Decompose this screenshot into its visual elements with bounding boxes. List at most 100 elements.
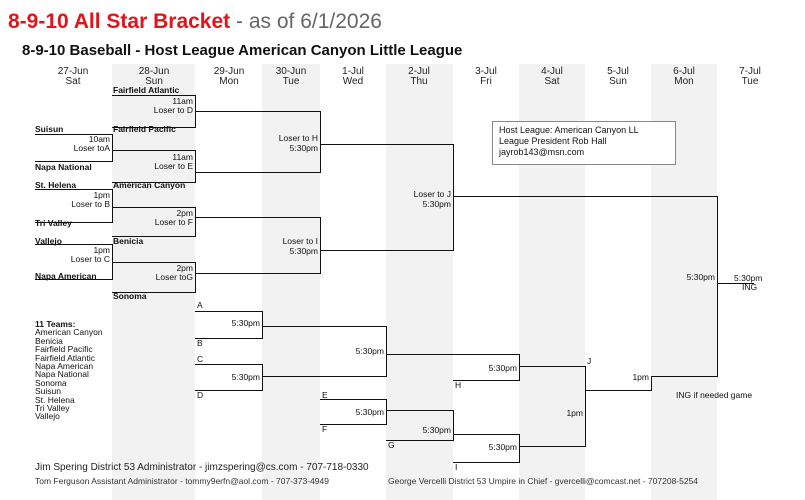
team-list: 11 Teams: American Canyon Benicia Fairfi…: [35, 320, 103, 421]
bracket-line: [519, 354, 520, 381]
bracket-line: [320, 424, 386, 425]
game-time: 5:30pm: [422, 199, 451, 209]
bracket-line: [519, 446, 585, 447]
team-list-item: Napa National: [35, 369, 89, 380]
bracket-line: [195, 273, 320, 274]
column-shade: [112, 64, 195, 500]
bracket-title: 8-9-10 All Star Bracket - as of 6/1/2026: [8, 10, 382, 34]
slot-letter: C: [197, 354, 204, 364]
loser-note: Loser to F: [154, 217, 193, 227]
bracket-line: [112, 236, 195, 237]
game-time: 1pm: [632, 372, 649, 382]
team-list-item: St. Helena: [35, 394, 75, 405]
team-list-item: Sonoma: [35, 377, 67, 388]
slot-letter: F: [322, 424, 328, 434]
slot-letter: J: [587, 356, 592, 366]
bracket-line: [262, 311, 263, 339]
bracket-line: [112, 127, 195, 128]
bracket-line: [453, 462, 519, 463]
loser-note: Loser toG: [155, 272, 193, 282]
game-time: 11am: [172, 96, 193, 106]
ing-note: ING if needed game: [676, 390, 753, 400]
loser-note: Loser to D: [153, 105, 193, 115]
bracket-line: [35, 279, 113, 280]
bracket-line: [35, 134, 113, 135]
loser-note: Loser to C: [70, 254, 110, 264]
column-shade: [386, 64, 453, 500]
bracket-line: [519, 434, 520, 463]
bracket-line: [320, 111, 321, 173]
ing-label: ING: [742, 282, 758, 292]
team-slot: Benicia: [113, 236, 144, 246]
team-slot: Suisun: [35, 124, 64, 134]
title-date: - as of 6/1/2026: [230, 10, 382, 33]
bracket-line: [112, 134, 113, 162]
team-slot: St. Helena: [35, 180, 77, 190]
bracket-line: [453, 196, 717, 197]
bracket-line: [453, 434, 519, 435]
bracket-line: [195, 111, 320, 112]
game-time: 5:30pm: [231, 372, 260, 382]
bracket-line: [195, 364, 262, 365]
game-time: 5:30pm: [422, 425, 451, 435]
bracket-line: [320, 217, 321, 274]
team-list-item: Suisun: [35, 386, 61, 397]
bracket-line: [195, 150, 196, 183]
game-time: 11am: [172, 152, 193, 162]
game-time: 5:30pm: [734, 273, 763, 283]
bracket-line: [262, 364, 263, 391]
slot-letter: A: [197, 300, 203, 310]
footer-umpire: George Vercelli District 53 Umpire in Ch…: [388, 476, 699, 486]
team-slot: Tri Valley: [35, 218, 72, 228]
team-slot: American Canyon: [113, 180, 186, 190]
bracket-line: [717, 283, 754, 284]
bracket-line: [386, 354, 519, 355]
column-shade: [262, 64, 320, 500]
bracket-line: [112, 207, 195, 208]
game-time: 5:30pm: [686, 272, 715, 282]
bracket-line: [453, 144, 454, 251]
bracket-line: [386, 440, 453, 441]
game-time: 5:30pm: [231, 318, 260, 328]
bracket-line: [320, 144, 453, 145]
game-time: 5:30pm: [355, 407, 384, 417]
game-time: 1pm: [93, 245, 110, 255]
footer-assistant: Tom Ferguson Assistant Administrator - t…: [35, 476, 329, 486]
game-time: 5:30pm: [488, 442, 517, 452]
team-slot: Fairfield Atlantic: [113, 85, 180, 95]
team-slot: Napa National: [35, 162, 92, 172]
bracket-line: [651, 376, 652, 391]
team-slot: Fairfield Pacific: [113, 124, 176, 134]
bracket-line: [112, 262, 195, 263]
bracket-line: [262, 326, 386, 327]
loser-note: Loser to I: [282, 236, 318, 246]
president-email[interactable]: jayrob143@msn.com: [499, 147, 585, 157]
bracket-line: [453, 410, 454, 441]
footer-administrator: Jim Spering District 53 Administrator - …: [35, 462, 369, 473]
bracket-line: [386, 326, 387, 377]
team-list-item: Tri Valley: [35, 403, 70, 414]
bracket-subtitle: 8-9-10 Baseball - Host League American C…: [22, 42, 463, 59]
team-slot: Vallejo: [35, 236, 62, 246]
bracket-line: [320, 399, 386, 400]
team-slot: Napa American: [35, 271, 97, 281]
game-time: 5:30pm: [488, 363, 517, 373]
loser-note: Loser to B: [71, 199, 110, 209]
bracket-line: [195, 207, 196, 237]
slot-letter: H: [455, 380, 462, 390]
bracket-line: [112, 182, 195, 183]
slot-letter: E: [322, 390, 328, 400]
bracket-line: [585, 366, 586, 447]
team-list-item: Fairfield Atlantic: [35, 352, 95, 363]
game-time: 10am: [88, 134, 110, 144]
game-time: 1pm: [566, 408, 583, 418]
